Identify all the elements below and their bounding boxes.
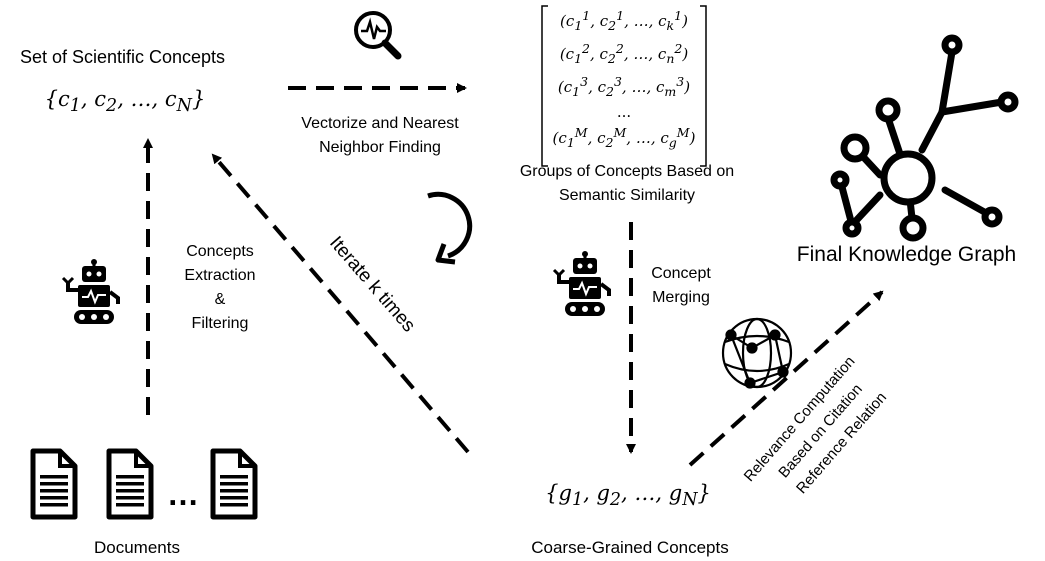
concepts-set: {c1, c2, …, cN} xyxy=(44,87,206,117)
arrow-iterate xyxy=(211,153,470,454)
extraction-line-1: Concepts xyxy=(186,243,254,260)
matrix-row: (c1M, c2M, …, cgM) xyxy=(552,125,696,150)
globe-network-icon xyxy=(721,317,793,389)
vectorize-line-2: Neighbor Finding xyxy=(319,139,441,156)
coarse-label: Coarse-Grained Concepts xyxy=(531,538,729,557)
matrix-row: ... xyxy=(616,103,632,121)
merging-label: Concept Merging xyxy=(636,262,726,310)
vectorize-line-1: Vectorize and Nearest xyxy=(301,115,459,132)
document-icon xyxy=(106,448,154,520)
knowledge-graph-icon xyxy=(830,34,1019,242)
matrix-right-bracket xyxy=(700,5,707,167)
kg-label: Final Knowledge Graph xyxy=(796,243,1017,266)
iterate-label: Iterate k times xyxy=(325,232,419,336)
concepts-title: Set of Scientific Concepts xyxy=(19,47,226,67)
extraction-line-2: Extraction xyxy=(184,267,256,284)
document-icon xyxy=(210,448,258,520)
extraction-label: Concepts Extraction & Filtering xyxy=(160,240,280,336)
groups-matrix: (c11, c21, …, ck1) (c12, c22, …, cn2) (c… xyxy=(548,4,700,154)
groups-line-2: Semantic Similarity xyxy=(558,187,696,204)
groups-line-1: Groups of Concepts Based on xyxy=(519,163,735,180)
extraction-line-3: & xyxy=(214,291,226,308)
merging-line-1: Concept xyxy=(651,265,711,282)
arrow-relevance xyxy=(688,290,884,467)
matrix-left-bracket xyxy=(541,5,548,167)
document-icon xyxy=(30,448,78,520)
extraction-line-4: Filtering xyxy=(191,315,249,332)
vectorize-label: Vectorize and Nearest Neighbor Finding xyxy=(268,112,492,160)
groups-label: Groups of Concepts Based on Semantic Sim… xyxy=(483,160,771,208)
robot-icon xyxy=(61,259,120,324)
merging-line-2: Merging xyxy=(652,289,710,306)
matrix-row: (c11, c21, …, ck1) xyxy=(560,8,688,33)
matrix-row: (c12, c22, …, cn2) xyxy=(559,41,689,66)
coarse-set: {g1, g2, …, gN} xyxy=(545,481,711,511)
refresh-arrow-icon xyxy=(427,191,473,265)
documents-label: Documents xyxy=(94,538,180,557)
doc-ellipsis: … xyxy=(167,476,199,512)
search-waveform-icon xyxy=(354,11,402,60)
relevance-label: Relevance Computation Based on Citation … xyxy=(741,353,890,497)
matrix-row: (c13, c23, …, cm3) xyxy=(557,74,691,99)
robot-icon xyxy=(552,251,611,316)
